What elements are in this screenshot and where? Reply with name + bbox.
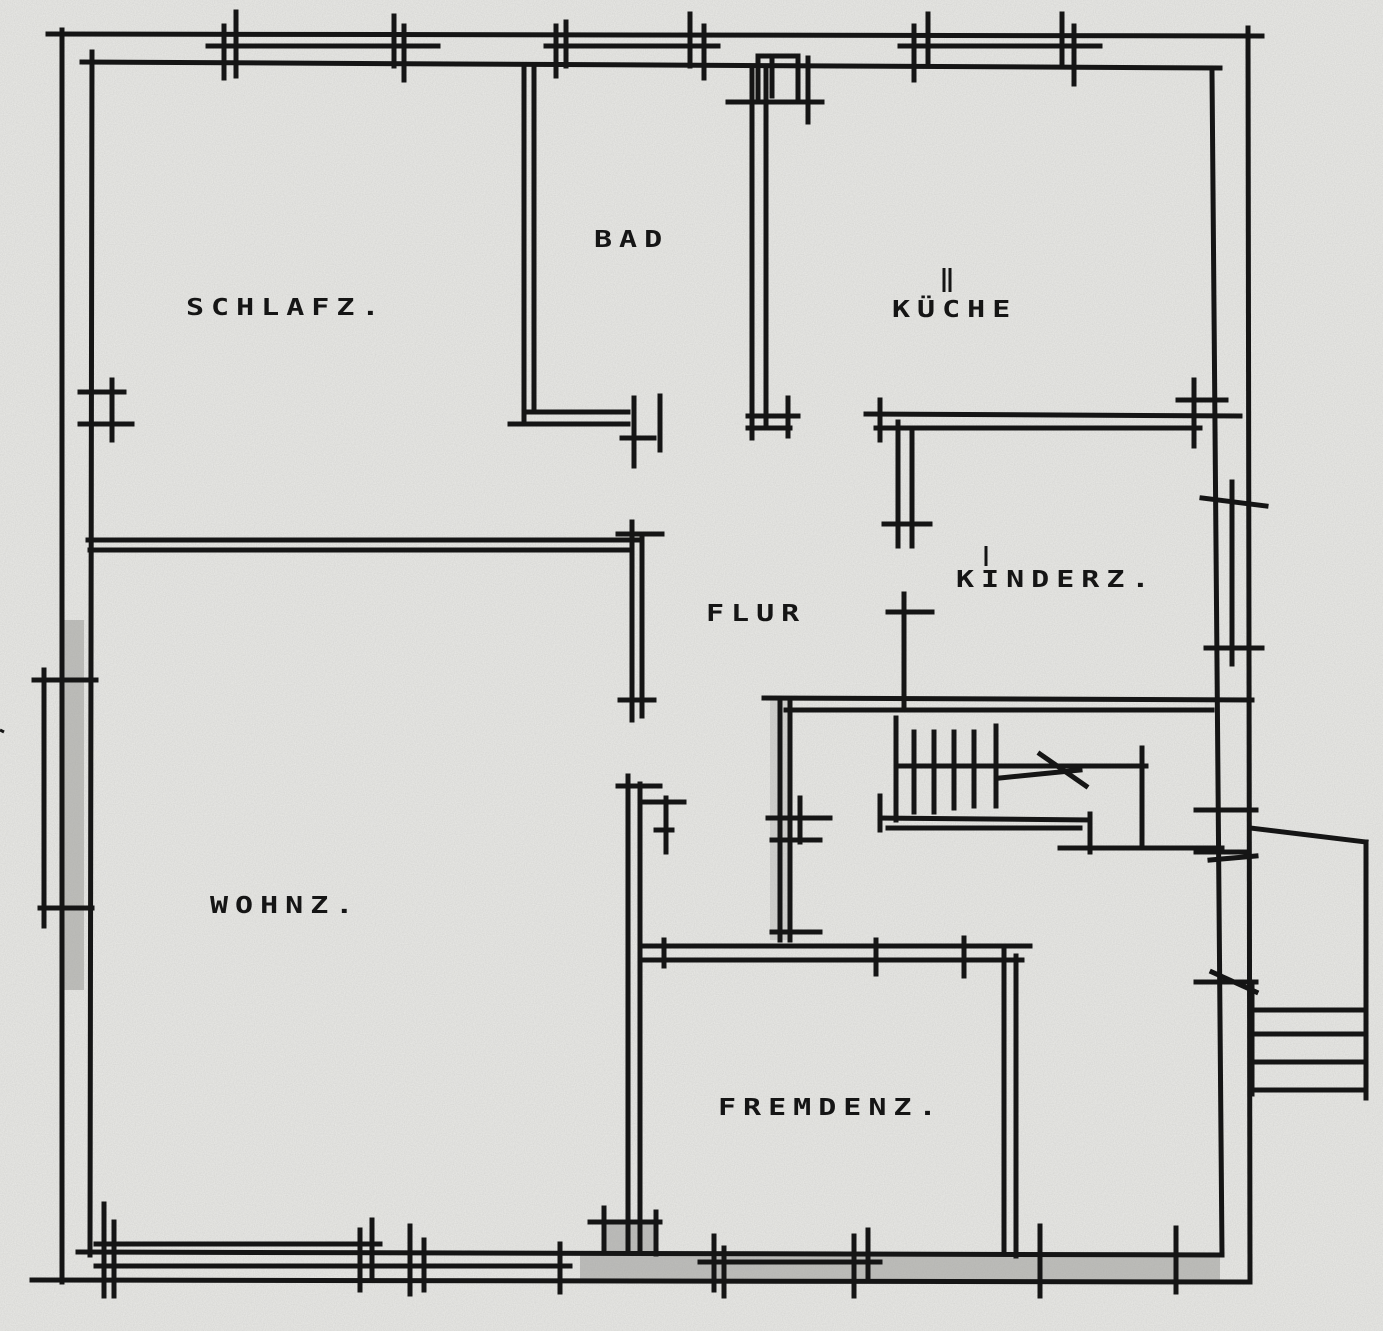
room-label-kinderz: KINDERZ. [956,565,1157,594]
room-label-fremdenz: FREMDENZ. [718,1093,944,1122]
small-marks [0,268,988,734]
room-label-flur: FLUR [706,599,807,628]
shading [62,620,1220,1283]
room-label-schlafz: SCHLAFZ. [186,293,387,322]
room-label-kueche: KÜCHE [892,295,1018,324]
wall-lines [29,9,1369,1299]
room-label-wohnz: WOHNZ. [210,891,361,920]
room-label-bad: BAD [594,225,670,254]
